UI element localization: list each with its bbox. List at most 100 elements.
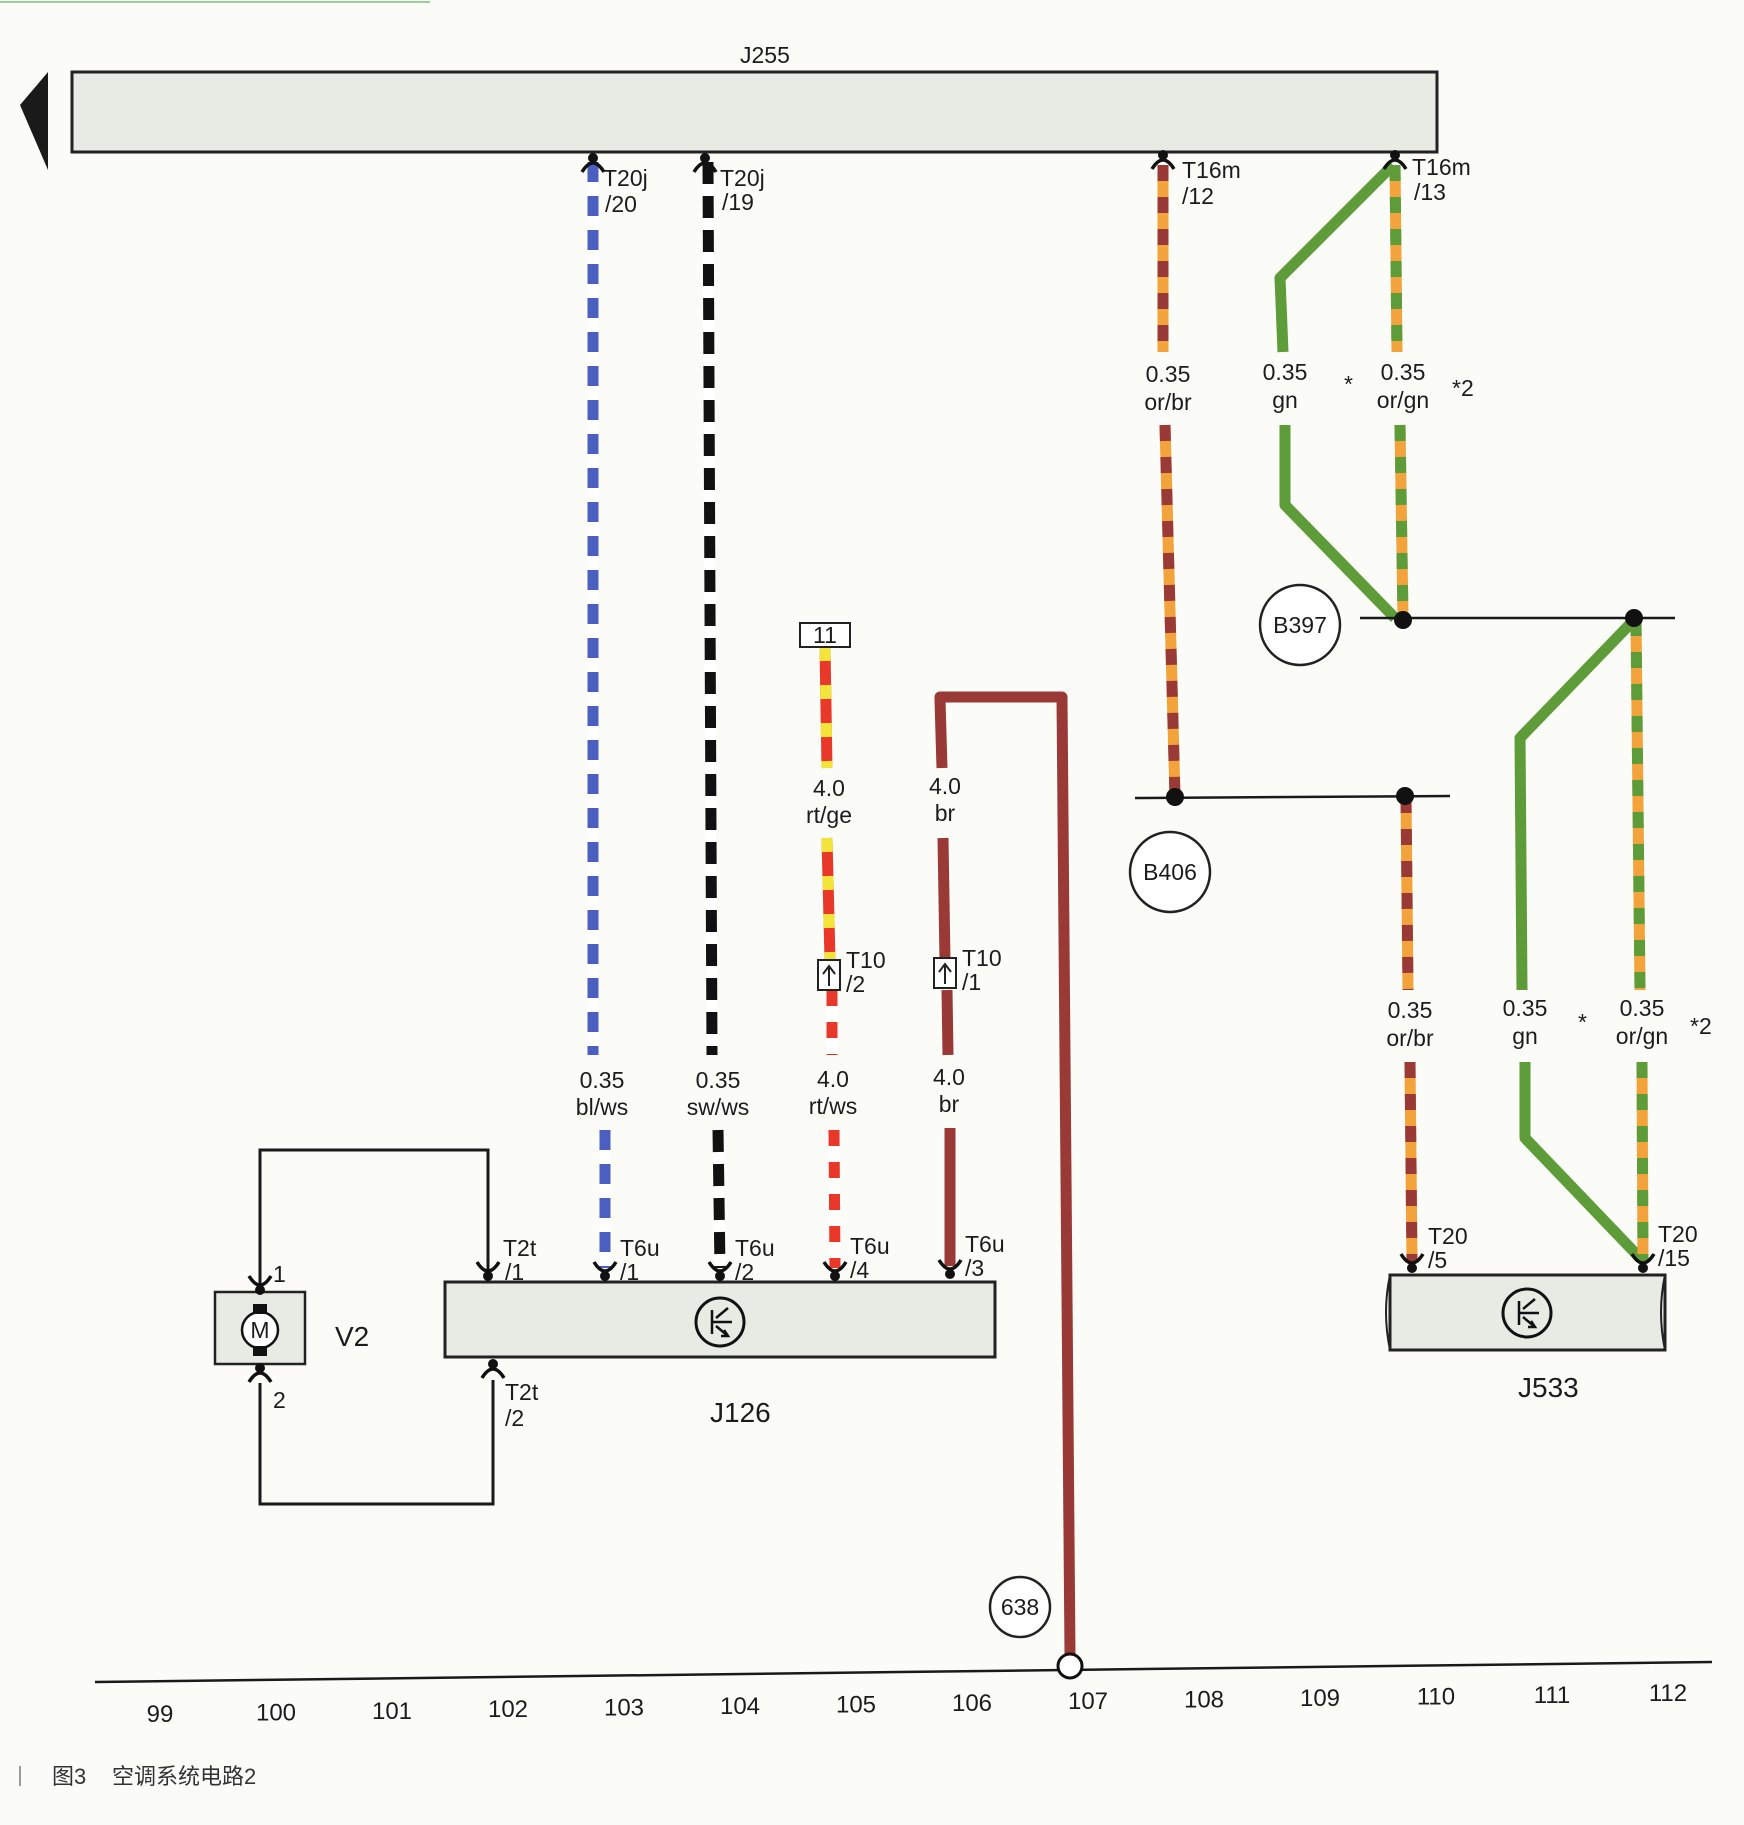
wire-size-104: 0.35: [696, 1067, 741, 1093]
ground-bus: [94, 1660, 1713, 1684]
j533-label: J533: [1518, 1372, 1579, 1403]
ground-b406-label: B406: [1143, 859, 1197, 885]
note-star2-bottom: *2: [1690, 1013, 1712, 1039]
wire-104-low: [712, 1129, 726, 1269]
conn-t6u-3-pin: /3: [965, 1255, 984, 1281]
pin-contact: [1638, 1263, 1648, 1273]
v2-wire-bottom: [258, 1380, 495, 1506]
conn-t16m-13: T16m: [1412, 154, 1471, 180]
electronic-module-icon: [694, 1296, 746, 1348]
v2-wire-top: [258, 1148, 490, 1292]
track-number: 107: [1068, 1688, 1108, 1715]
conn-t2t-2: T2t: [505, 1379, 539, 1405]
track-number: 105: [836, 1691, 876, 1718]
pin-contact: [483, 1271, 493, 1281]
pin-socket: [480, 1367, 506, 1379]
motor-letter: M: [250, 1317, 269, 1343]
wire-color-103: bl/ws: [576, 1094, 628, 1120]
wire-color-110-low: or/br: [1386, 1025, 1434, 1051]
pin-contact: [945, 1269, 955, 1279]
conn-t10-1-pin: /1: [962, 969, 981, 995]
electronic-module-icon: [1501, 1287, 1553, 1339]
wire-size-109: 0.35: [1263, 359, 1308, 385]
conn-t16m-12: T16m: [1182, 157, 1241, 183]
pin-contact: [588, 153, 598, 163]
conn-t6u-3: T6u: [965, 1231, 1005, 1257]
wire-111-low: [1519, 1062, 1644, 1262]
wire-105-bot: [828, 1129, 841, 1269]
figure-number: 图3: [52, 1764, 86, 1789]
wire-color-111: gn: [1512, 1023, 1538, 1049]
wire-color-106-bot: br: [939, 1091, 960, 1117]
conn-t2t-2-pin: /2: [505, 1405, 524, 1431]
wire-108-low: [1159, 424, 1181, 798]
conn-t6u-1-pin: /1: [620, 1259, 639, 1285]
conn-t20-15-pin: /15: [1658, 1245, 1690, 1271]
conn-t20j-20-pin: /20: [605, 191, 637, 217]
j255-label: J255: [740, 42, 790, 68]
conn-t10-2: T10: [846, 947, 886, 973]
wire-size-105-bot: 4.0: [817, 1066, 849, 1092]
conn-t20-15: T20: [1658, 1221, 1698, 1247]
wire-labels: 0.35 bl/ws 0.35 sw/ws 4.0 rt/ge 4.0 rt/w…: [576, 359, 1712, 1120]
pins: [247, 150, 1656, 1383]
conn-t20j-20: T20j: [603, 165, 648, 191]
j255-unit: [70, 70, 1439, 154]
pin-contact: [700, 153, 710, 163]
wire-color-106-top: br: [935, 800, 956, 826]
wires: [587, 161, 1649, 1656]
wire-112: [1630, 619, 1646, 991]
t10-plug-2: [817, 959, 841, 991]
wire-color-112: or/gn: [1616, 1023, 1668, 1049]
track-number: 110: [1417, 1683, 1455, 1710]
wire-color-109: gn: [1272, 387, 1298, 413]
pin-contact: [1390, 150, 1400, 160]
motor-brush-bottom: [253, 1346, 267, 1356]
conn-t20j-19: T20j: [720, 165, 765, 191]
conn-t6u-2: T6u: [735, 1235, 775, 1261]
wire-104: [702, 161, 718, 1056]
conn-t16m-12-pin: /12: [1182, 183, 1214, 209]
wire-size-112: 0.35: [1620, 995, 1665, 1021]
conn-t6u-2-pin: /2: [735, 1259, 754, 1285]
ground-b406: [1128, 830, 1212, 914]
conn-t20j-19-pin: /19: [722, 189, 754, 215]
wire-size-103: 0.35: [580, 1067, 625, 1093]
wire-110-low: [1394, 424, 1409, 619]
pin-contact: [830, 1271, 840, 1281]
pin-contact: [255, 1363, 265, 1373]
splice-dot: [1396, 787, 1414, 805]
wire-106-low: [941, 989, 954, 1056]
pin-socket: [247, 1371, 273, 1383]
conn-t6u-1: T6u: [620, 1235, 660, 1261]
track-number: 104: [720, 1693, 760, 1720]
track-number: 111: [1534, 1682, 1570, 1709]
wire-color-105-top: rt/ge: [806, 802, 852, 828]
connector-labels: T20j /20 T20j /19 T16m /12 T16m /13 T10 …: [273, 154, 1698, 1431]
ground-point-638: [1056, 1652, 1084, 1680]
splice-dot: [1166, 788, 1184, 806]
note-star-top: *: [1344, 371, 1353, 397]
v2-pin2-label: 2: [273, 1387, 286, 1413]
conn-t2t-1-pin: /1: [505, 1259, 524, 1285]
t10-plug-1: [933, 957, 957, 989]
pin-contact: [600, 1271, 610, 1281]
conn-t20-5-pin: /5: [1428, 1247, 1447, 1273]
wire-106-top: [934, 699, 948, 769]
wire-111: [1514, 616, 1638, 991]
conn-t16m-13-pin: /13: [1414, 179, 1446, 205]
wire-110b-low: [1404, 1061, 1418, 1263]
v2-label: V2: [335, 1321, 369, 1352]
note-star2-top: *2: [1452, 375, 1474, 401]
track-number: 112: [1649, 1680, 1687, 1707]
motor-brush-top: [253, 1304, 267, 1314]
pin-contact: [255, 1285, 265, 1295]
wire-size-110-low: 0.35: [1388, 997, 1433, 1023]
v2-pin1-label: 1: [273, 1261, 286, 1287]
fuse-label: 11: [813, 622, 837, 648]
splice-dot: [1394, 611, 1412, 629]
wire-size-106-top: 4.0: [929, 773, 961, 799]
j533-cut-edges: [1385, 1274, 1666, 1351]
